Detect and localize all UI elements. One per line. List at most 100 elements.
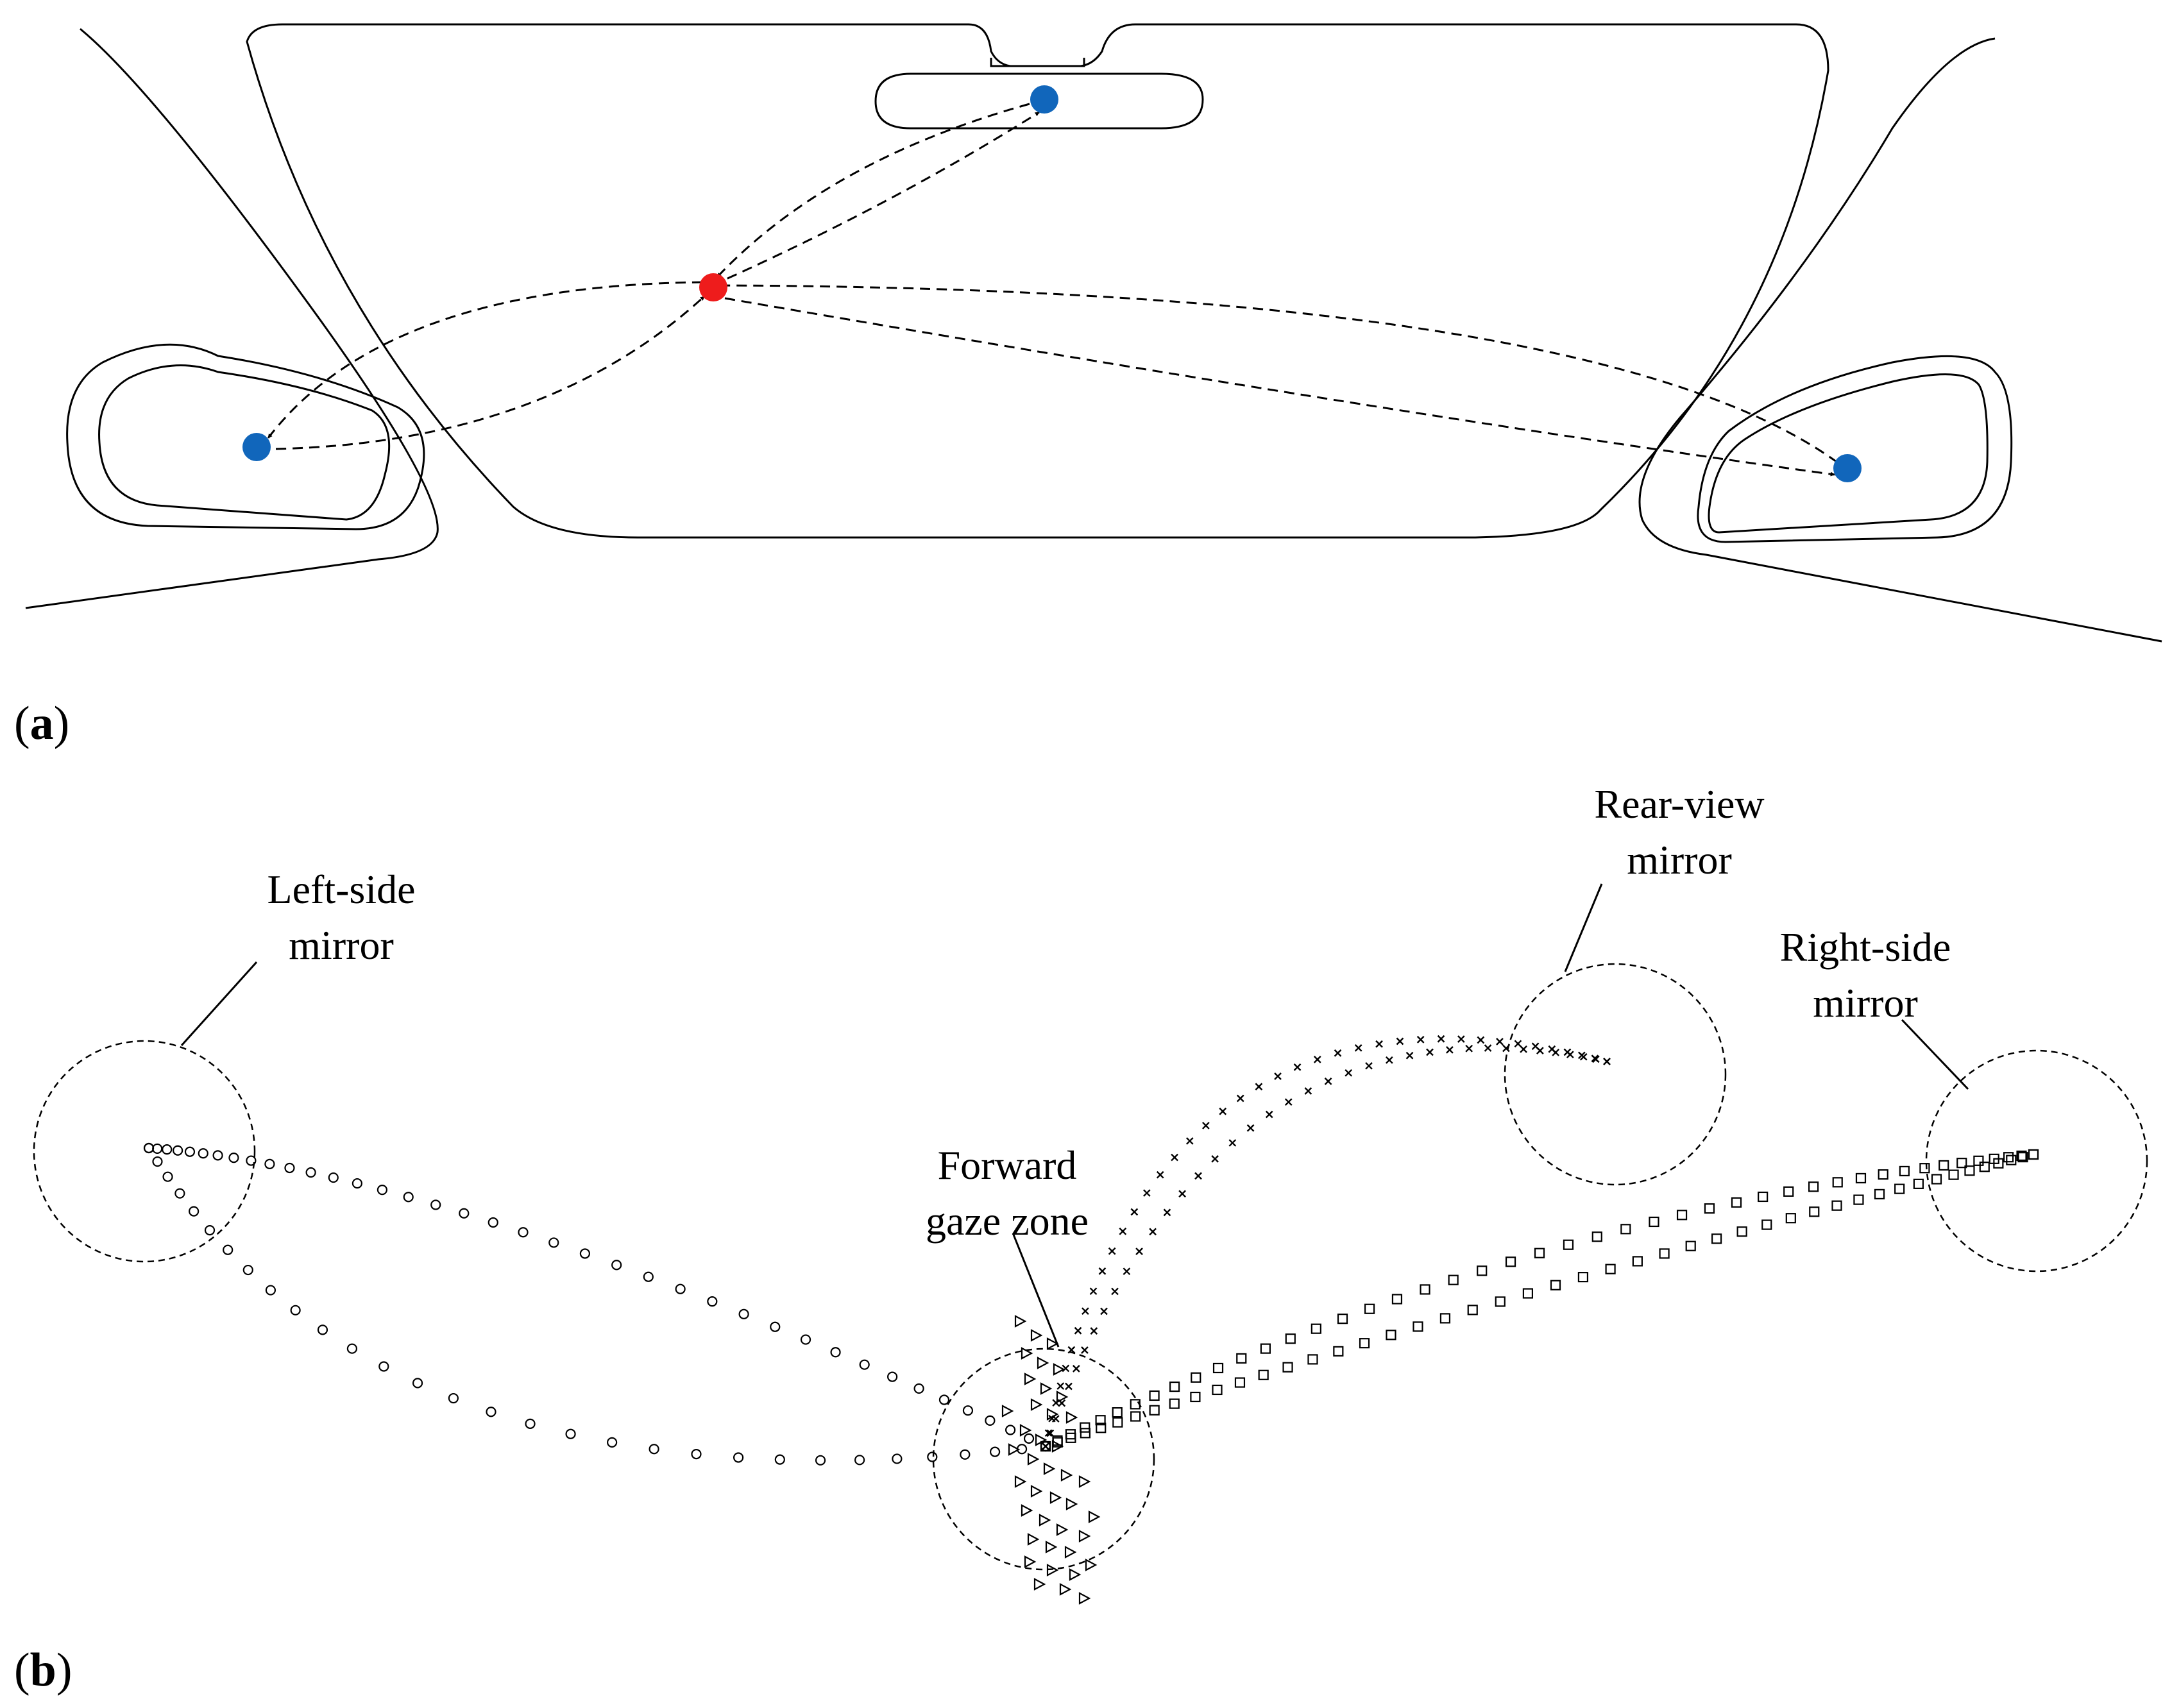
gaze-sample-circle [346, 1343, 358, 1354]
transition-left-mirror-to-forward [275, 295, 706, 450]
gaze-sample-square [1785, 1213, 1796, 1224]
gaze-sample-cross [1178, 1190, 1186, 1198]
gaze-sample-circle [352, 1178, 362, 1189]
gaze-sample-square [1364, 1303, 1375, 1314]
gaze-sample-triangle [1088, 1510, 1101, 1523]
gaze-sample-cross [1405, 1051, 1414, 1060]
gaze-sample-cross [1156, 1171, 1164, 1179]
gaze-sample-circle [189, 1206, 199, 1217]
left-mirror-zone-circle [33, 1040, 256, 1263]
gaze-sample-circle [565, 1428, 576, 1439]
gaze-sample-triangle [1069, 1568, 1082, 1581]
gaze-sample-circle [985, 1415, 996, 1426]
gaze-sample-triangle [1078, 1475, 1091, 1488]
gaze-sample-square [1495, 1296, 1506, 1307]
panel-b-trajectories [143, 1035, 2039, 1605]
gaze-sample-square [1096, 1423, 1107, 1433]
gaze-sample-triangle [1078, 1530, 1091, 1543]
gaze-sample-square [1040, 1441, 1051, 1452]
gaze-sample-square [1169, 1381, 1180, 1392]
rear-view-label-line2: mirror [1627, 837, 1732, 883]
gaze-sample-square [1704, 1203, 1715, 1214]
gaze-sample-circle [643, 1271, 654, 1282]
gaze-sample-cross [1052, 1399, 1060, 1407]
gaze-sample-cross [1496, 1038, 1504, 1045]
gaze-sample-circle [305, 1167, 316, 1178]
gaze-sample-square [1282, 1362, 1293, 1373]
gaze-sample-circle [174, 1188, 185, 1199]
gaze-sample-triangle [1008, 1443, 1021, 1456]
gaze-sample-cross [1274, 1072, 1282, 1080]
gaze-sample-circle [989, 1446, 1001, 1457]
gaze-sample-cross [1603, 1058, 1611, 1065]
gaze-sample-cross [1149, 1228, 1157, 1236]
gaze-sample-square [1919, 1163, 1930, 1174]
gaze-sample-triangle [1024, 1373, 1037, 1385]
gaze-sample-circle [770, 1321, 781, 1332]
gaze-sample-square [1191, 1372, 1201, 1383]
gaze-sample-cross [1265, 1110, 1273, 1119]
gaze-sample-square [1964, 1165, 1975, 1176]
gaze-sample-square [1386, 1330, 1396, 1340]
gaze-sample-square [1577, 1272, 1589, 1283]
gaze-sample-circle [611, 1260, 622, 1271]
gaze-sample-triangle [1049, 1491, 1062, 1504]
gaze-sample-square [1505, 1256, 1516, 1267]
gaze-sample-square [1931, 1174, 1942, 1185]
gaze-sample-triangle [1085, 1559, 1098, 1571]
gaze-sample-square [1939, 1160, 1949, 1171]
gaze-sample-cross [1044, 1429, 1053, 1437]
gaze-sample-cross [1324, 1077, 1332, 1085]
gaze-sample-square [1993, 1158, 2004, 1169]
gaze-sample-square [2016, 1150, 2027, 1162]
forward-leader-line [1012, 1234, 1060, 1348]
gaze-sample-circle [960, 1449, 971, 1460]
gaze-sample-circle [459, 1208, 470, 1219]
gaze-sample-square [1736, 1226, 1747, 1237]
gaze-sample-cross [1426, 1048, 1434, 1056]
gaze-sample-square [1605, 1264, 1616, 1274]
gaze-sample-circle [486, 1407, 496, 1417]
gaze-sample-circle [815, 1455, 826, 1466]
left-mirror-leader-line [180, 961, 258, 1047]
gaze-sample-square [1894, 1183, 1905, 1194]
gaze-sample-circle [733, 1452, 744, 1463]
left-side-mirror-inner [98, 364, 391, 521]
gaze-sample-square [1676, 1210, 1688, 1221]
gaze-sample-cross [1202, 1122, 1210, 1129]
gaze-sample-cross [1246, 1124, 1255, 1132]
gaze-sample-cross [1345, 1069, 1353, 1077]
gaze-sample-cross [1228, 1139, 1237, 1147]
gaze-sample-circle [774, 1454, 785, 1465]
gaze-sample-cross [1194, 1172, 1202, 1180]
gaze-sample-circle [242, 1264, 253, 1276]
gaze-sample-cross [1437, 1035, 1445, 1043]
gaze-sample-triangle [1021, 1347, 1033, 1360]
gaze-sample-square [1439, 1313, 1451, 1324]
gaze-sample-triangle [1056, 1391, 1069, 1403]
gaze-sample-triangle [1030, 1485, 1043, 1498]
gaze-sample-square [1563, 1239, 1574, 1250]
gaze-sample-cross [1236, 1094, 1244, 1103]
gaze-sample-circle [927, 1451, 938, 1462]
gaze-sample-square [2028, 1149, 2039, 1160]
right-side-mirror-inner [1708, 373, 1989, 534]
gaze-sample-cross [1566, 1051, 1574, 1059]
panel-a-cockpit [25, 23, 2162, 643]
gaze-sample-circle [1005, 1425, 1016, 1435]
forward-label-line1: Forward [938, 1142, 1077, 1188]
gaze-sample-cross [1334, 1049, 1342, 1057]
right-a-pillar [1638, 37, 2162, 643]
gaze-sample-square [2017, 1152, 2028, 1163]
left-mirror-label-line1: Left-side [267, 867, 416, 912]
gaze-sample-square [1112, 1407, 1123, 1418]
gaze-sample-square [1832, 1177, 1843, 1188]
gaze-sample-triangle [1030, 1398, 1043, 1411]
gaze-sample-square [1620, 1224, 1631, 1235]
gaze-sample-triangle [1046, 1564, 1059, 1577]
gaze-sample-circle [412, 1378, 423, 1389]
gaze-sample-square [1337, 1314, 1348, 1324]
right-mirror-leader-line [1901, 1019, 1969, 1090]
gaze-sample-circle [246, 1155, 257, 1166]
